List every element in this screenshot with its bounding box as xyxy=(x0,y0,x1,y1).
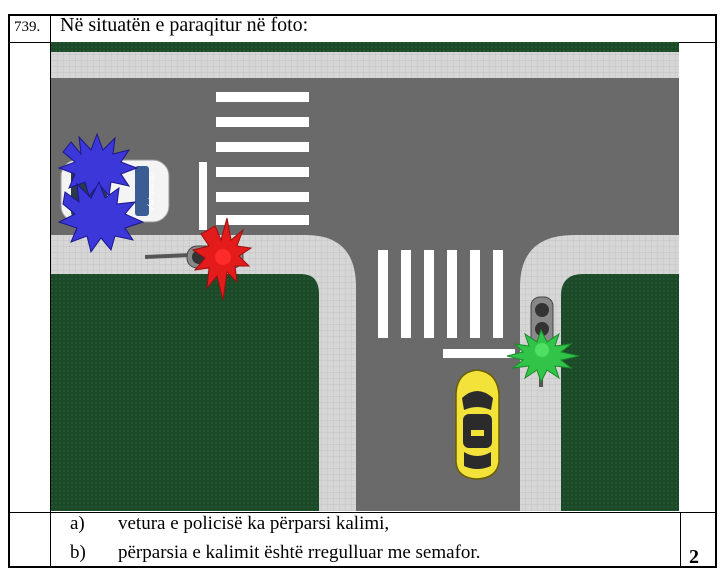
points-divider xyxy=(680,512,681,568)
police-beacon-bottom xyxy=(57,180,145,254)
intersection-photo: ПОЛИЦИЈА xyxy=(51,42,679,511)
top-grass xyxy=(51,42,679,52)
answer-b-text: përparsia e kalimit është rregulluar me … xyxy=(118,542,481,563)
left-grass xyxy=(51,274,319,511)
answer-a-text: vetura e policisë ka përparsi kalimi, xyxy=(118,513,390,534)
answer-a-letter: a) xyxy=(70,513,85,534)
question-frame xyxy=(8,14,717,568)
right-grass xyxy=(561,274,679,511)
police-car-label: ПОЛИЦИЈА xyxy=(147,173,155,212)
right-traffic-light xyxy=(506,296,580,387)
answer-b-letter: b) xyxy=(70,542,86,563)
top-sidewalk xyxy=(51,52,679,78)
number-divider xyxy=(50,14,51,568)
top-crosswalk xyxy=(216,92,309,225)
question-number: 739. xyxy=(14,19,41,35)
right-crosswalk xyxy=(378,250,503,338)
left-traffic-light xyxy=(144,217,253,301)
question-text: Në situatën e paraqitur në foto: xyxy=(60,14,309,36)
taxi-car xyxy=(455,369,500,480)
police-beacon-top xyxy=(57,132,139,198)
answers-divider xyxy=(8,512,717,513)
points-value: 2 xyxy=(689,546,699,568)
